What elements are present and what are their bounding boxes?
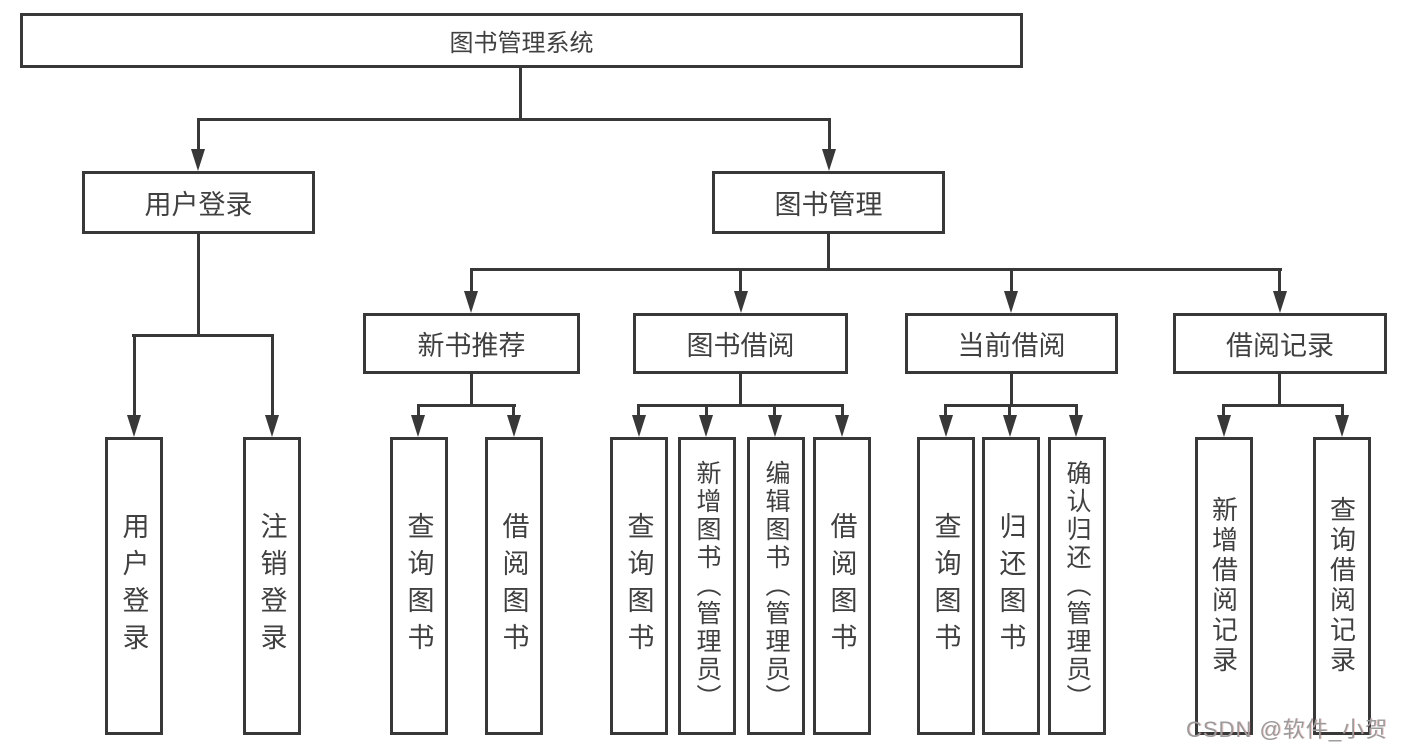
connector-line bbox=[944, 404, 1078, 407]
arrowhead-down-icon bbox=[265, 415, 279, 437]
leaf-label: 注销登录 bbox=[256, 512, 287, 660]
connector-line bbox=[197, 118, 831, 121]
connector-line bbox=[1075, 405, 1078, 417]
node-label: 当前借阅 bbox=[957, 331, 1066, 361]
node-user-login: 用户登录 bbox=[82, 171, 315, 234]
leaf-label: 借阅图书 bbox=[498, 512, 529, 660]
leaf-add-books-admin: 新增图书（管理员） bbox=[678, 437, 736, 735]
connector-line bbox=[132, 334, 274, 337]
arrowhead-down-icon bbox=[835, 415, 849, 437]
node-label: 图书管理 bbox=[774, 190, 883, 220]
arrowhead-down-icon bbox=[1004, 291, 1018, 313]
leaf-edit-books-admin: 编辑图书（管理员） bbox=[747, 437, 805, 735]
connector-line bbox=[705, 405, 708, 417]
arrowhead-down-icon bbox=[1335, 415, 1349, 437]
leaf-label: 归还图书 bbox=[995, 512, 1026, 660]
leaf-label: 查询图书 bbox=[623, 512, 654, 660]
connector-line bbox=[1341, 405, 1344, 417]
node-label: 用户登录 bbox=[144, 190, 253, 220]
connector-line bbox=[1010, 374, 1013, 407]
connector-line bbox=[1010, 270, 1013, 293]
leaf-borrow-books-2: 借阅图书 bbox=[813, 437, 871, 735]
connector-line bbox=[1278, 374, 1281, 407]
connector-line bbox=[637, 404, 844, 407]
arrowhead-down-icon bbox=[1217, 415, 1231, 437]
node-library-management-system: 图书管理系统 bbox=[20, 13, 1023, 68]
leaf-query-books-1: 查询图书 bbox=[390, 437, 448, 735]
node-label: 图书管理系统 bbox=[449, 30, 594, 57]
leaf-label: 新增图书（管理员） bbox=[693, 460, 721, 712]
connector-line bbox=[197, 234, 200, 335]
connector-line bbox=[271, 334, 274, 417]
leaf-label: 借阅图书 bbox=[826, 512, 857, 660]
leaf-return-books: 归还图书 bbox=[982, 437, 1040, 735]
connector-line bbox=[1222, 405, 1225, 417]
connector-line bbox=[417, 405, 420, 417]
connector-line bbox=[944, 405, 947, 417]
arrowhead-down-icon bbox=[699, 415, 713, 437]
leaf-add-borrow-record: 新增借阅记录 bbox=[1195, 437, 1253, 735]
connector-line bbox=[841, 405, 844, 417]
leaf-user-login: 用户登录 bbox=[105, 437, 163, 735]
connector-line bbox=[739, 270, 742, 293]
connector-line bbox=[512, 405, 515, 417]
leaf-label: 新增借阅记录 bbox=[1208, 496, 1239, 676]
leaf-label: 查询图书 bbox=[930, 512, 961, 660]
leaf-logout: 注销登录 bbox=[243, 437, 301, 735]
connector-line bbox=[1222, 404, 1344, 407]
arrowhead-down-icon bbox=[822, 149, 836, 171]
connector-line bbox=[637, 405, 640, 417]
connector-line bbox=[417, 404, 516, 407]
connector-line bbox=[470, 270, 473, 293]
arrowhead-down-icon bbox=[127, 415, 141, 437]
arrowhead-down-icon bbox=[1069, 415, 1083, 437]
node-label: 借阅记录 bbox=[1226, 331, 1334, 361]
arrowhead-down-icon bbox=[1003, 415, 1017, 437]
connector-line bbox=[827, 234, 830, 271]
connector-line bbox=[470, 374, 473, 407]
arrowhead-down-icon bbox=[734, 291, 748, 313]
node-label: 图书借阅 bbox=[686, 331, 795, 361]
leaf-label: 查询借阅记录 bbox=[1326, 496, 1357, 676]
node-label: 新书推荐 bbox=[417, 331, 526, 361]
connector-line bbox=[773, 405, 776, 417]
leaf-label: 查询图书 bbox=[403, 512, 434, 660]
leaf-query-books-2: 查询图书 bbox=[610, 437, 668, 735]
connector-line bbox=[133, 334, 136, 417]
arrowhead-down-icon bbox=[939, 415, 953, 437]
arrowhead-down-icon bbox=[191, 149, 205, 171]
connector-line bbox=[519, 68, 522, 121]
node-book-borrowing: 图书借阅 bbox=[633, 313, 848, 374]
leaf-confirm-return-admin: 确认归还（管理员） bbox=[1048, 437, 1106, 735]
connector-line bbox=[828, 120, 831, 151]
leaf-label: 编辑图书（管理员） bbox=[762, 460, 790, 712]
arrowhead-down-icon bbox=[1273, 291, 1287, 313]
node-book-management: 图书管理 bbox=[712, 171, 945, 234]
leaf-label: 确认归还（管理员） bbox=[1063, 460, 1091, 712]
node-new-book-recommendation: 新书推荐 bbox=[363, 313, 580, 374]
node-borrowing-records: 借阅记录 bbox=[1173, 313, 1387, 374]
node-current-borrowing: 当前借阅 bbox=[905, 313, 1118, 374]
leaf-label: 用户登录 bbox=[118, 512, 149, 660]
connector-line bbox=[1008, 405, 1011, 417]
connector-line bbox=[470, 268, 1282, 271]
arrowhead-down-icon bbox=[632, 415, 646, 437]
leaf-query-books-3: 查询图书 bbox=[917, 437, 975, 735]
arrowhead-down-icon bbox=[768, 415, 782, 437]
connector-line bbox=[197, 120, 200, 151]
connector-line bbox=[1278, 270, 1281, 293]
csdn-watermark: CSDN @软件_小贺同学 bbox=[1186, 717, 1389, 742]
connector-line bbox=[739, 374, 742, 407]
leaf-query-borrow-record: 查询借阅记录 bbox=[1313, 437, 1371, 735]
arrowhead-down-icon bbox=[507, 415, 521, 437]
arrowhead-down-icon bbox=[411, 415, 425, 437]
leaf-borrow-books-1: 借阅图书 bbox=[485, 437, 543, 735]
arrowhead-down-icon bbox=[464, 291, 478, 313]
